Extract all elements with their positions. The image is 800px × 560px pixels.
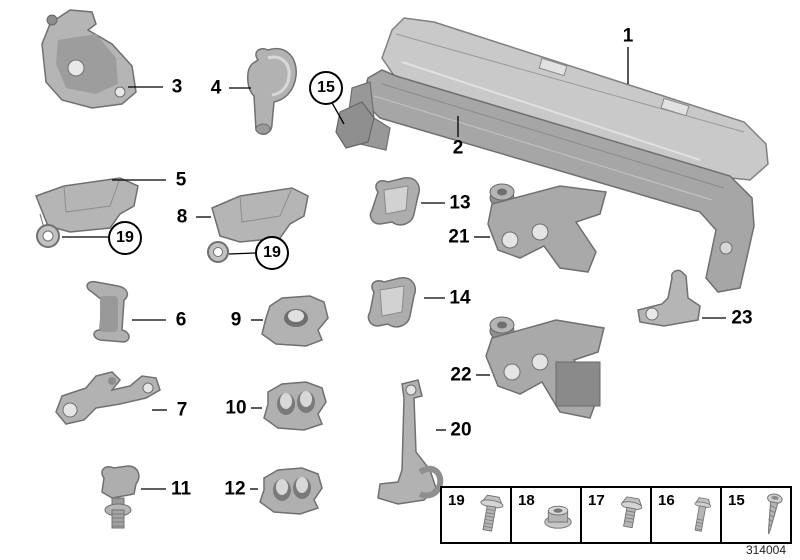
callout-4[interactable]: 4 [210,77,222,99]
part-1-sill-cover [381,17,769,189]
part-12-clip [259,467,323,515]
circled-callout-15[interactable]: 15 [309,71,343,105]
callout-5[interactable]: 5 [175,169,187,191]
part-10-clip [263,381,327,431]
part-21-bracket [487,183,607,273]
callout-22[interactable]: 22 [450,364,472,386]
callout-7[interactable]: 7 [176,399,188,421]
part-5-clip [35,177,139,248]
legend-number-19: 19 [448,492,465,509]
callout-8[interactable]: 8 [176,206,188,228]
flange-nut-icon [544,505,572,529]
callout-6[interactable]: 6 [175,309,187,331]
callout-11[interactable]: 11 [170,478,192,500]
flange-hex-bolt-short-icon [620,496,643,529]
callout-3[interactable]: 3 [171,76,183,98]
part-15-screw-location [335,101,375,149]
legend-cell-18[interactable]: 18 [510,488,580,542]
callout-1[interactable]: 1 [622,25,634,47]
fastener-legend: 19 18 17 [440,486,792,544]
legend-cell-16[interactable]: 16 [650,488,720,542]
part-8-clip [207,187,309,263]
leader-lines [62,47,726,490]
part-20-bracket [377,379,444,505]
part-6-clip [86,280,130,343]
callout-14[interactable]: 14 [449,287,471,309]
legend-number-18: 18 [518,492,535,509]
part-3-bracket [41,9,137,109]
part-22-bracket [485,316,605,419]
legend-number-17: 17 [588,492,605,509]
part-11-clip-screw [101,465,140,529]
legend-cell-15[interactable]: 15 [720,488,790,542]
legend-number-15: 15 [728,492,745,509]
legend-cell-19[interactable]: 19 [442,488,510,542]
part-7-bracket [55,371,161,425]
callout-12[interactable]: 12 [224,478,246,500]
callout-21[interactable]: 21 [448,226,470,248]
callout-20[interactable]: 20 [450,419,472,441]
part-9-clip [261,295,329,347]
callout-23[interactable]: 23 [731,307,753,329]
circled-callout-19-a[interactable]: 19 [108,221,142,255]
callout-9[interactable]: 9 [230,309,242,331]
legend-cell-17[interactable]: 17 [580,488,650,542]
self-tapping-screw-icon [767,493,783,535]
legend-number-16: 16 [658,492,675,509]
part-23-bracket [637,269,701,327]
callout-13[interactable]: 13 [449,192,471,214]
callout-2[interactable]: 2 [452,137,464,159]
part-14-clip [367,277,416,328]
flange-hex-bolt-icon [480,494,504,532]
hex-bolt-icon [694,497,712,532]
circled-callout-19-b[interactable]: 19 [255,236,289,270]
part-4-hook-clip [247,47,297,135]
part-13-clip [369,177,420,226]
callout-10[interactable]: 10 [225,397,247,419]
diagram-number: 314004 [745,543,786,557]
